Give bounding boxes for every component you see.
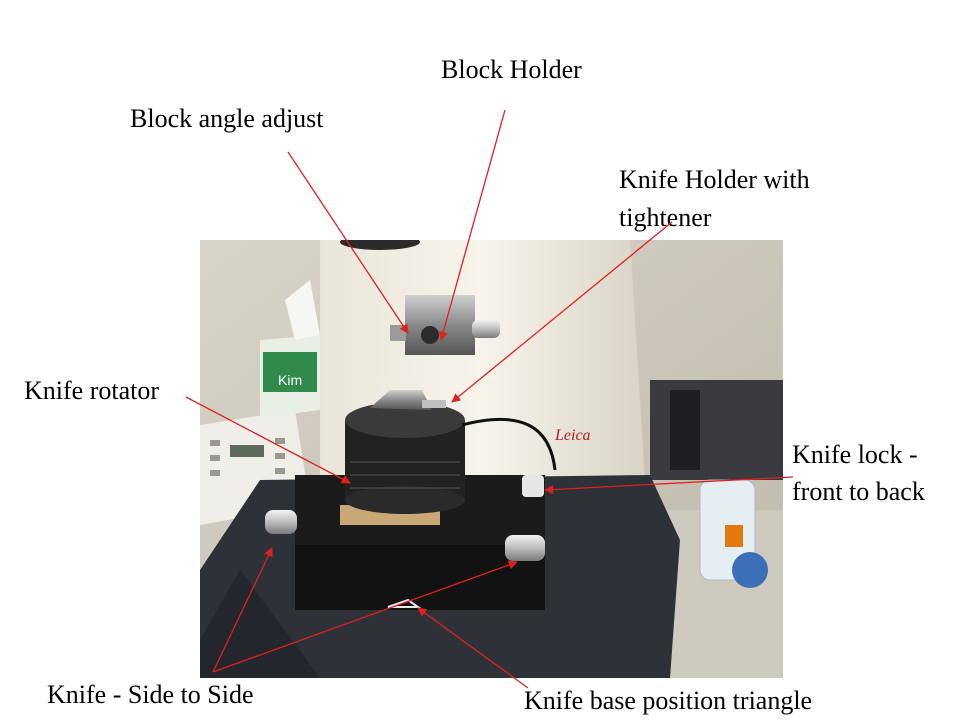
label-block-holder: Block Holder xyxy=(441,55,582,84)
label-knife-lock-line1: Knife lock - xyxy=(792,440,918,469)
label-knife-lock-line2: front to back xyxy=(792,477,925,506)
knife-holder-tightener xyxy=(422,400,446,408)
label-knife-side-to-side: Knife - Side to Side xyxy=(47,680,254,709)
knife-lock-lever xyxy=(522,475,544,497)
block-angle-knob xyxy=(390,325,406,341)
knife-knob-left xyxy=(265,510,297,534)
label-knife-rotator: Knife rotator xyxy=(24,376,160,405)
microtome-photo: Kim Leica xyxy=(200,240,783,678)
knife-holder xyxy=(370,390,432,410)
brand-logo: Leica xyxy=(554,427,591,444)
syringe-filter xyxy=(732,552,768,588)
knife-knob-right xyxy=(505,535,545,561)
panel-display xyxy=(230,445,264,457)
cable xyxy=(461,417,557,471)
block-holder xyxy=(405,295,475,355)
label-block-angle-adjust: Block angle adjust xyxy=(130,104,324,133)
box-label: Kim xyxy=(278,372,302,388)
label-knife-base-triangle: Knife base position triangle xyxy=(524,686,813,715)
side-unit xyxy=(650,380,783,480)
label-knife-holder-line2: tightener xyxy=(619,203,712,232)
label-knife-holder-line1: Knife Holder with xyxy=(619,165,810,194)
